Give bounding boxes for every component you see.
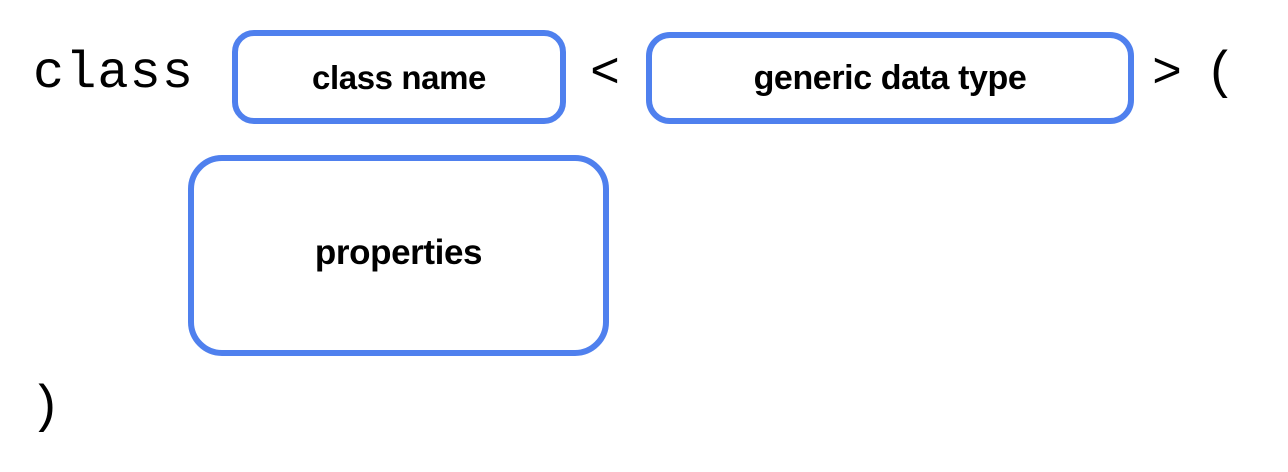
slot-generic-data-type-label: generic data type: [753, 59, 1027, 97]
slot-class-name[interactable]: class name: [232, 30, 566, 124]
code-angle-open: <: [590, 46, 621, 103]
code-paren-close: ): [30, 378, 62, 437]
code-paren-open: (: [1205, 44, 1237, 103]
slot-properties-label: properties: [314, 233, 483, 272]
code-angle-close: >: [1152, 46, 1183, 103]
slot-class-name-label: class name: [312, 58, 486, 96]
slot-properties[interactable]: properties: [188, 155, 609, 356]
slot-generic-data-type[interactable]: generic data type: [646, 32, 1134, 124]
code-keyword-class: class: [33, 44, 195, 103]
